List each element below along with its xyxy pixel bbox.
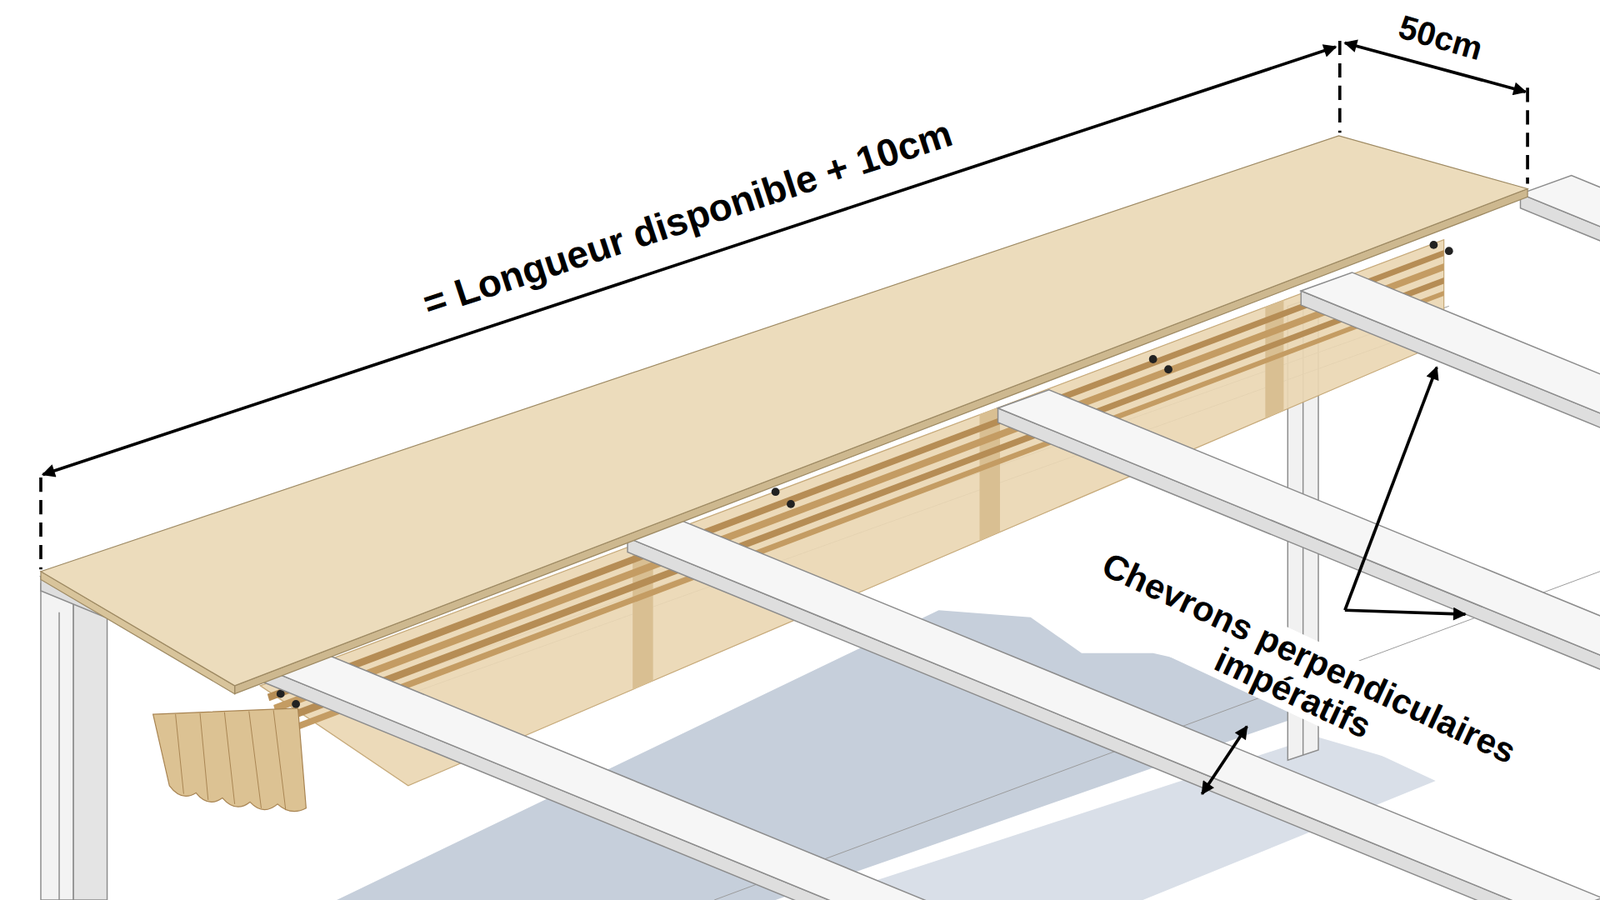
pleat [273, 710, 286, 810]
dimension-label: 50cm [1395, 8, 1487, 67]
carriage [1430, 240, 1439, 250]
leader-arrow [1345, 367, 1437, 610]
dimensions [40, 40, 1528, 570]
carriage [291, 700, 300, 709]
callout-label: Chevrons perpendiculaires impératifs [1025, 520, 1578, 832]
pleat [200, 713, 209, 800]
post [73, 586, 107, 900]
carriage [771, 487, 780, 496]
board [40, 135, 1528, 695]
drape-pleats [175, 710, 286, 810]
rafter-top [1300, 272, 1600, 427]
rafter-top [1520, 175, 1600, 240]
carriage [1164, 365, 1173, 374]
pleat [249, 710, 262, 808]
board-top [40, 135, 1528, 686]
pleat [175, 714, 185, 795]
extension-line [39, 477, 43, 570]
awning-drape [153, 708, 307, 812]
carriage [786, 500, 795, 509]
pleat [224, 712, 235, 805]
carriage [1149, 355, 1158, 364]
leader-arrow [1345, 610, 1465, 615]
leader-arrow [1201, 726, 1247, 795]
post-edge [58, 612, 60, 900]
post [40, 583, 74, 900]
extension-line [1525, 87, 1530, 184]
rafter-top [998, 390, 1600, 669]
carriage [1445, 246, 1454, 255]
dimension-arrow [42, 46, 1335, 475]
extension-line [1338, 40, 1342, 133]
dimension-label: = Longueur disponible + 10cm [417, 111, 957, 325]
